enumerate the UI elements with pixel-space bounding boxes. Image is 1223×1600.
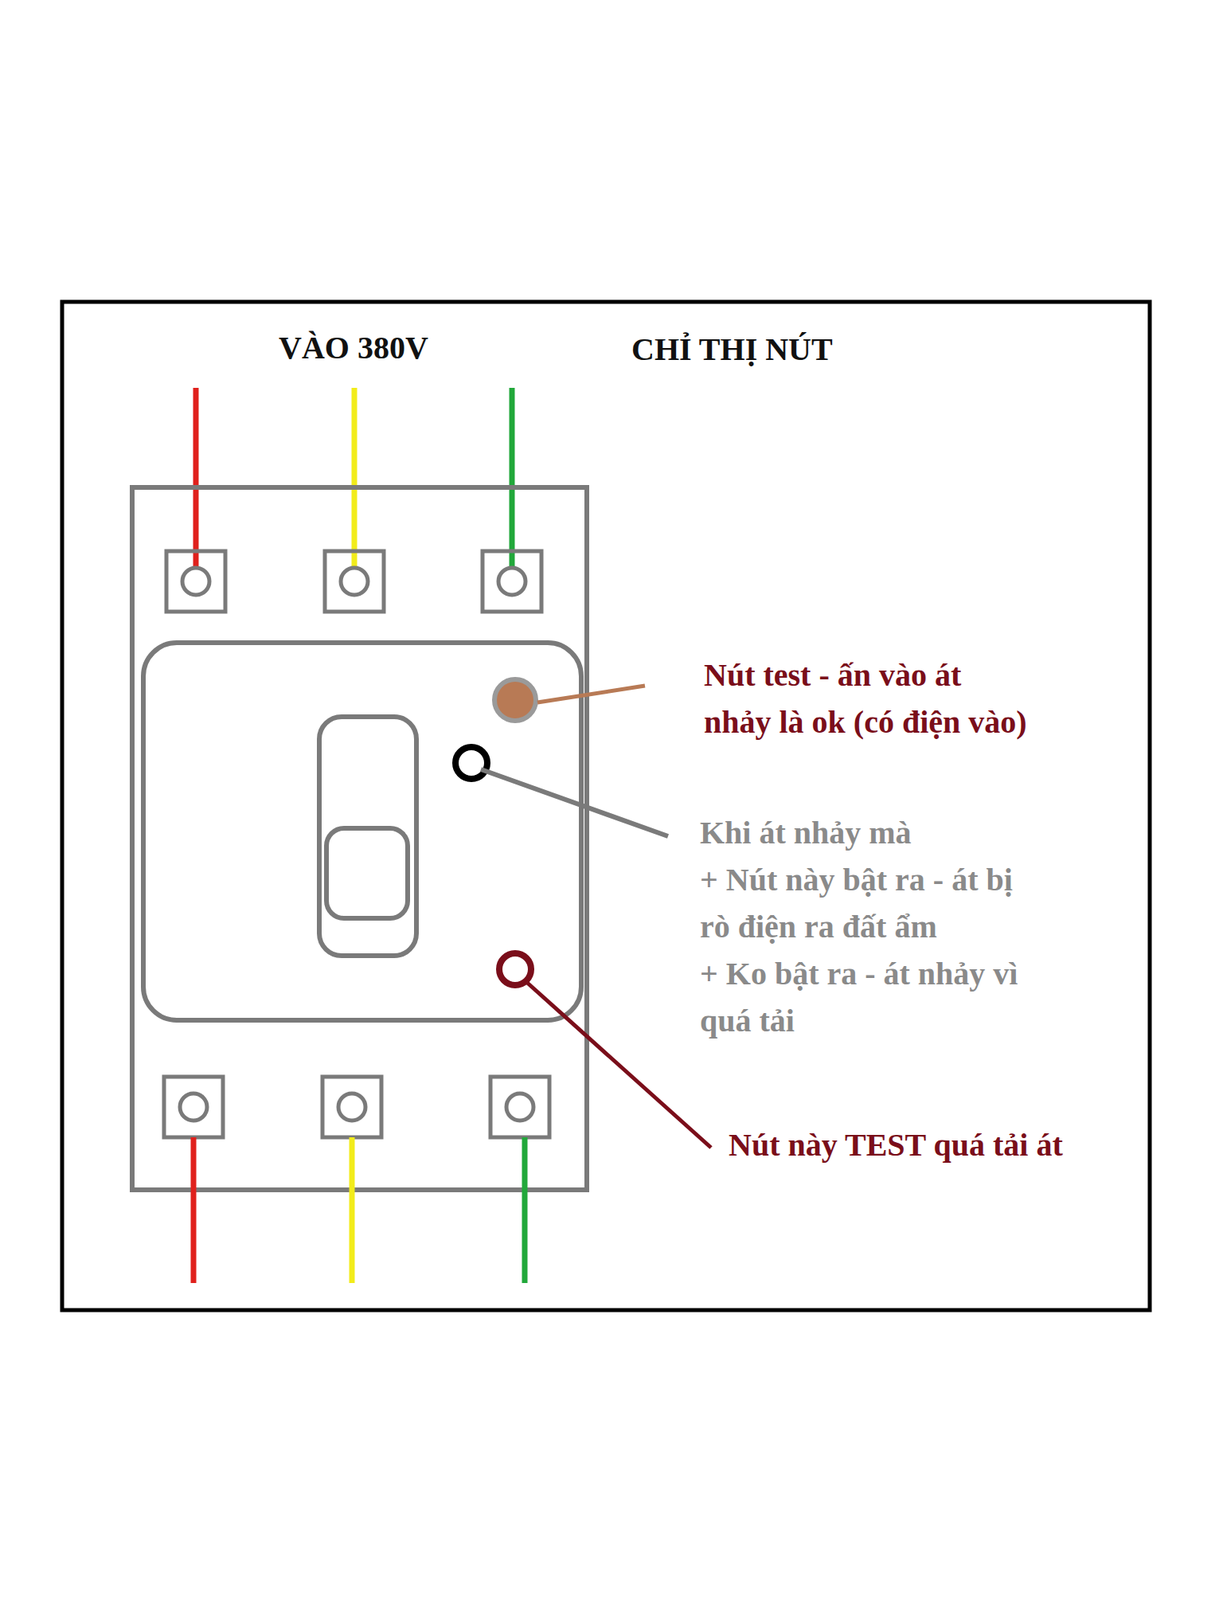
leak-indicator: [455, 746, 488, 779]
frame-border: [62, 301, 1150, 1310]
wire-yellow-out: [349, 1137, 356, 1283]
wire-yellow-in: [351, 387, 358, 567]
breaker-body: [132, 487, 587, 1190]
wire-green-out: [522, 1137, 528, 1283]
test-button: [494, 679, 536, 721]
wire-red-in: [193, 387, 200, 567]
title-label: CHỈ THỊ NÚT: [631, 325, 966, 373]
leader-line: [537, 685, 645, 703]
callout-note: + Nút này bật ra - át bị rò điện ra đất …: [699, 855, 1035, 950]
leader-line: [480, 769, 669, 837]
breaker-panel: [143, 642, 582, 1020]
callout-note: Nút test - ấn vào át nhảy là ok (có điện…: [703, 651, 1031, 746]
leader-line: [525, 980, 712, 1148]
note-group: Khi át nhảy mà+ Nút này bật ra - át bị r…: [699, 808, 1035, 1044]
breaker-handle: [319, 716, 417, 956]
wire-green-in: [509, 387, 516, 567]
callout-note: + Ko bật ra - át nhảy vì quá tải: [699, 949, 1035, 1044]
callout-note: Nút này TEST quá tải át: [728, 1121, 1063, 1169]
bottom-terminals: [164, 1076, 550, 1138]
callout-note: Khi át nhảy mà: [699, 808, 1035, 856]
top-terminals: [166, 550, 542, 612]
title-label: VÀO 380V: [278, 324, 518, 372]
wire-red-out: [191, 1137, 197, 1283]
handle-knob: [326, 828, 408, 919]
